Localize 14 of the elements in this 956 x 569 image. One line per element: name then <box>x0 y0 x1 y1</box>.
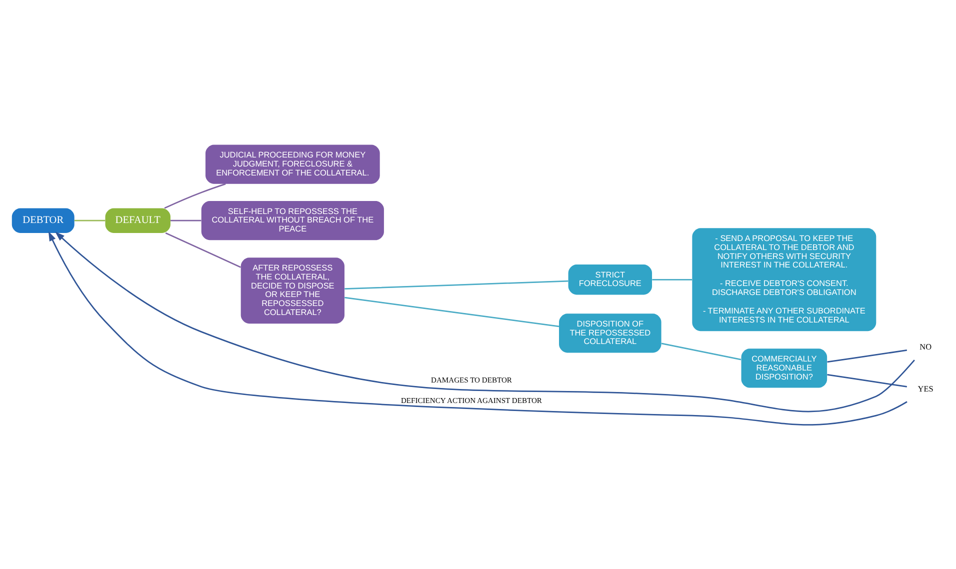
connector <box>74 219 106 221</box>
edge-label: DAMAGES TO DEBTOR <box>431 374 512 384</box>
connector <box>344 280 568 290</box>
connector <box>165 232 241 268</box>
node-box: DEFAULT <box>105 208 170 232</box>
connector <box>164 182 226 208</box>
connector <box>827 349 907 362</box>
edge-label: DEFICIENCY ACTION AGAINST DEBTOR <box>401 396 542 405</box>
connector <box>661 342 742 360</box>
connector <box>170 219 202 221</box>
connector <box>652 278 692 280</box>
connector <box>344 296 560 327</box>
node-box: DEBTOR <box>12 208 74 232</box>
connector <box>827 373 907 387</box>
